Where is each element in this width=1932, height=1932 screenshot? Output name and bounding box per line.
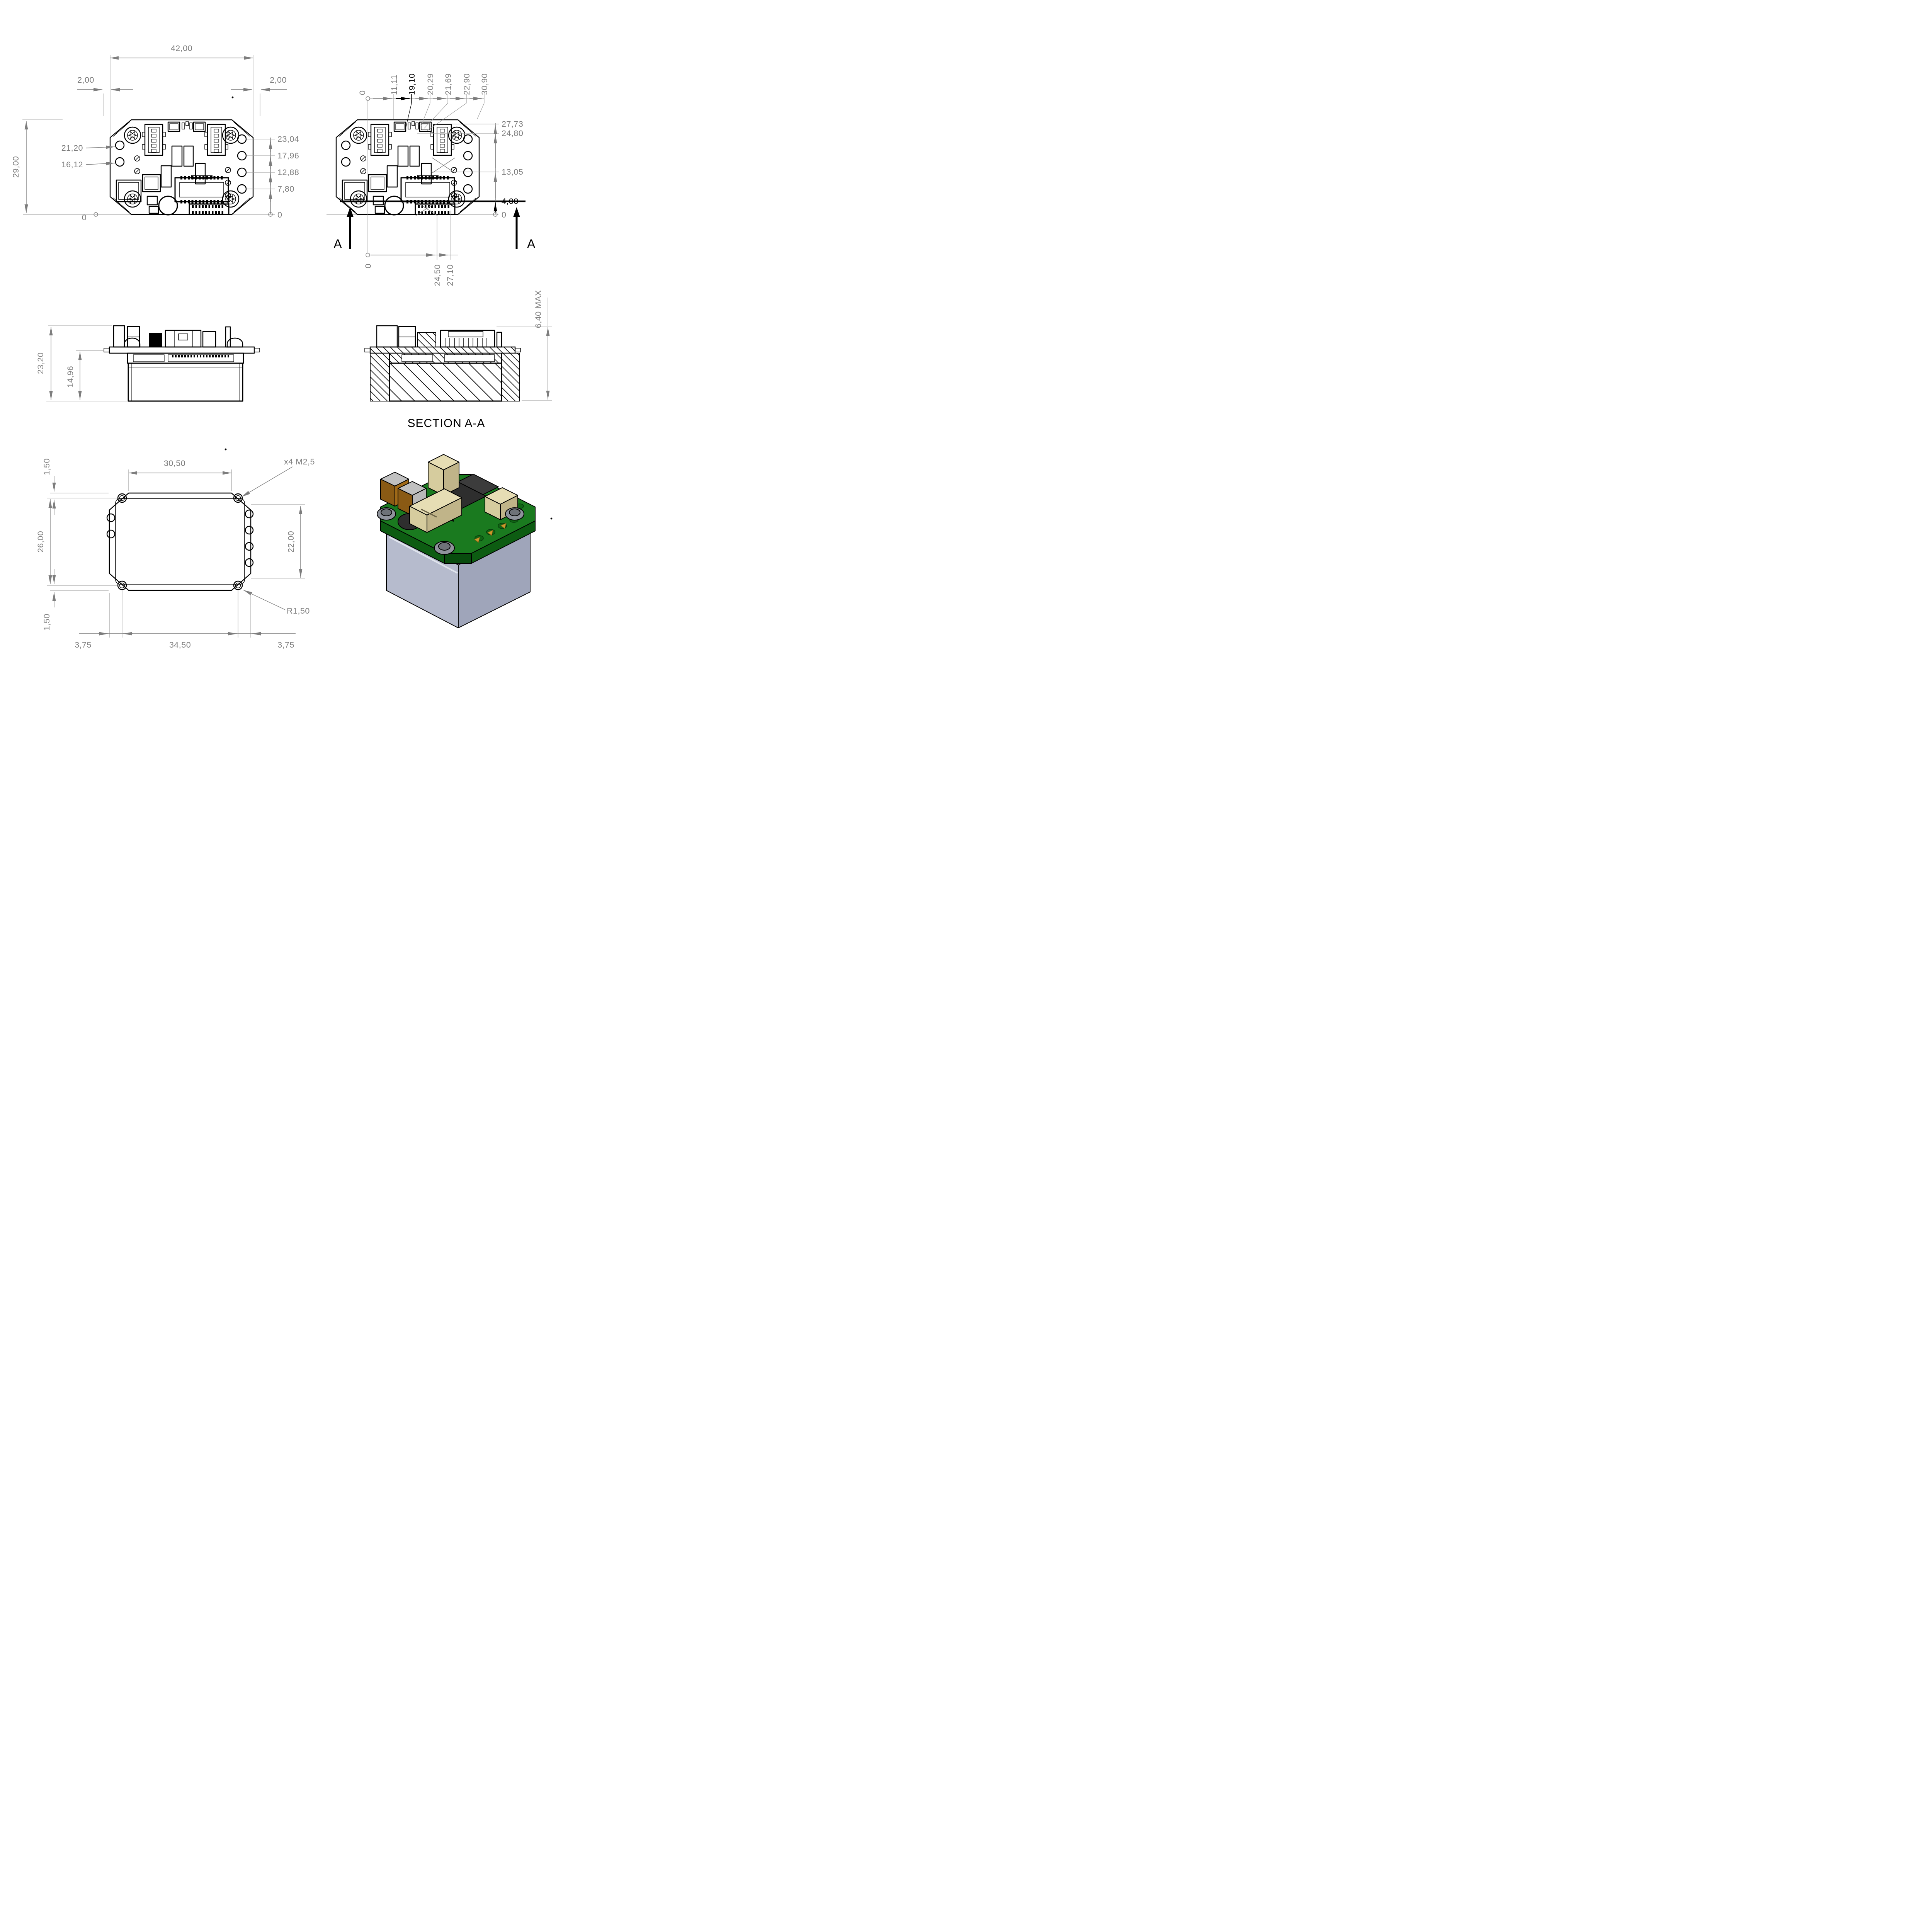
right-ordinate-ticks [247,139,275,202]
dim-right-ordinate-3: 12,88 [277,168,299,177]
dim-right-ordinate-2: 17,96 [277,151,299,160]
dim-body-height: 14,96 [66,366,75,388]
dim-left-ordinate-2: 16,12 [61,160,83,169]
section-cut-cross-marks [415,157,456,216]
bottom-ordinate-origin [366,253,370,257]
dim-edge-bottom: 1,50 [42,614,51,631]
dim-4-00: 4,00 [502,197,519,206]
section-arrow-label-right: A [527,237,536,251]
dim-bottom-left: 3,75 [75,640,92,650]
pcb-side-front [444,553,472,564]
top-ordinate-22-90: 22,90 [462,73,471,95]
iso-render [377,454,553,628]
section-top-view: 0 11,11 19,10 20,29 21,69 22,90 30,90 A … [327,73,536,286]
stray-dot [231,96,234,99]
bottom-view: 30,50 x4 M2,5 1,50 26,00 1,50 22,00 R1,5… [36,448,315,650]
dim-bottom-right: 3,75 [277,640,294,650]
stray-dot-2 [224,448,227,451]
section-arrow-left: A [333,207,354,251]
section-title: SECTION A-A [407,417,485,430]
section-arrow-right: A [513,207,536,251]
dim-24-80: 24,80 [502,129,523,138]
dome-screws [377,507,524,555]
thread-callout: x4 M2,5 [284,457,315,466]
top-ordinate-19-10: 19,10 [407,73,417,95]
top-ordinate-0: 0 [358,90,367,95]
dim-max-height: 6,40 MAX [534,290,543,328]
radius-callout: R1,50 [287,606,310,616]
top-ordinate-21-69: 21,69 [444,73,453,95]
dim-total-height: 23,20 [36,352,45,374]
top-view: 42,00 2,00 2,00 29,00 21,20 16,12 0 [11,44,299,222]
top-ordinate-20-29: 20,29 [426,73,435,95]
dim-edge-left: 2,00 [77,75,94,85]
dim-edge-top: 1,50 [42,458,51,475]
dim-13-05: 13,05 [502,167,523,177]
connector-pins [445,338,487,347]
ordinate-origin-right [268,212,273,217]
dim-height: 29,00 [11,156,20,178]
dim-right-zero2: 0 [502,210,506,219]
dim-width: 42,00 [171,44,192,53]
drawing-page: 42,00 2,00 2,00 29,00 21,20 16,12 0 [0,0,600,682]
engineering-drawing-canvas: 42,00 2,00 2,00 29,00 21,20 16,12 0 [11,44,553,650]
dim-right-height: 22,00 [286,531,296,553]
stray-dot-3 [550,517,553,520]
side-view: 23,20 14,96 [36,325,260,402]
gold-pads [474,523,507,543]
dim-bottom-center: 34,50 [169,640,191,650]
dim-right-ordinate-1: 23,04 [277,134,299,144]
right-ordinate-arrows [491,125,500,212]
edge-pads [106,509,254,567]
dim-left-height: 26,00 [36,531,45,553]
connectors-tan [409,454,518,533]
dim-left-zero: 0 [82,213,87,222]
section-aa-view: 6,40 MAX SECTION A-A [364,290,552,430]
bottom-ordinate-0: 0 [364,264,373,268]
pcb-top-view [110,120,253,215]
top-ordinate-30-90: 30,90 [480,73,489,95]
dim-edge-right: 2,00 [270,75,287,85]
dim-left-ordinate-1: 21,20 [61,143,83,153]
dim-right-zero: 0 [277,210,282,219]
section-arrow-label-left: A [333,237,342,251]
dim-top-width: 30,50 [164,459,185,468]
bottom-ordinate-24-50: 24,50 [433,264,442,286]
top-ordinate-11-11: 11,11 [389,75,399,95]
dim-right-ordinate-4: 7,80 [277,184,294,194]
mounting-holes [117,493,243,590]
dim-27-73: 27,73 [502,119,523,129]
right-ordinate-origin [493,212,498,217]
top-ordinate-arrows [373,94,485,132]
bottom-ordinate-27-10: 27,10 [446,264,455,286]
ordinate-origin-left [94,212,98,217]
top-ordinate-origin [366,96,370,101]
